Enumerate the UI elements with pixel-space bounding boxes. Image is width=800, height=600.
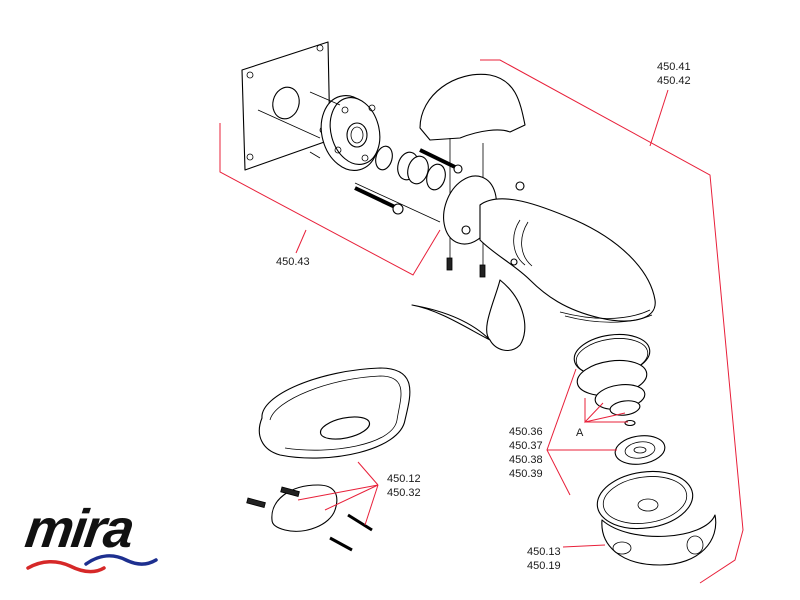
leader-450-36: [546, 368, 577, 496]
part-code: 450.38: [509, 454, 543, 466]
red-wave: [26, 560, 106, 574]
long-screws: [354, 148, 463, 223]
part-code: 450.39: [509, 468, 543, 480]
part-code: 450.19: [527, 560, 561, 572]
small-screws: [446, 257, 486, 278]
shower-arm-body: [443, 175, 656, 323]
leader-450-43: [219, 123, 441, 276]
part-code: 450.36: [509, 426, 543, 438]
part-code: 450.32: [387, 487, 421, 499]
inner-seals: [375, 145, 446, 191]
callout-450-12-32: 450.12 450.32: [387, 472, 421, 500]
mounting-flange: [257, 91, 381, 171]
wall-plate: [241, 41, 331, 171]
leader-450-41: [480, 59, 744, 584]
mira-logo: mira: [22, 499, 162, 578]
logo-waves: [26, 554, 158, 574]
part-code: 450.12: [387, 473, 421, 485]
callout-450-43: 450.43: [276, 255, 310, 269]
part-code: 450.43: [276, 256, 310, 268]
callout-450-41-42: 450.41 450.42: [657, 60, 691, 88]
spray-head-stack: [573, 333, 717, 566]
part-code: 450.42: [657, 75, 691, 87]
part-code: 450.37: [509, 440, 543, 452]
soap-dish-bracket: [246, 484, 373, 552]
part-code: 450.41: [657, 61, 691, 73]
part-code: 450.13: [527, 546, 561, 558]
part-code: A: [576, 427, 584, 439]
callout-450-13-19: 450.13 450.19: [527, 545, 561, 573]
callout-a: A: [576, 426, 583, 440]
leader-lines: [219, 59, 744, 584]
lower-cover: [411, 279, 526, 351]
soap-dish: [258, 367, 411, 459]
callout-450-36-39: 450.36 450.37 450.38 450.39: [509, 425, 543, 481]
blue-wave: [84, 554, 158, 566]
